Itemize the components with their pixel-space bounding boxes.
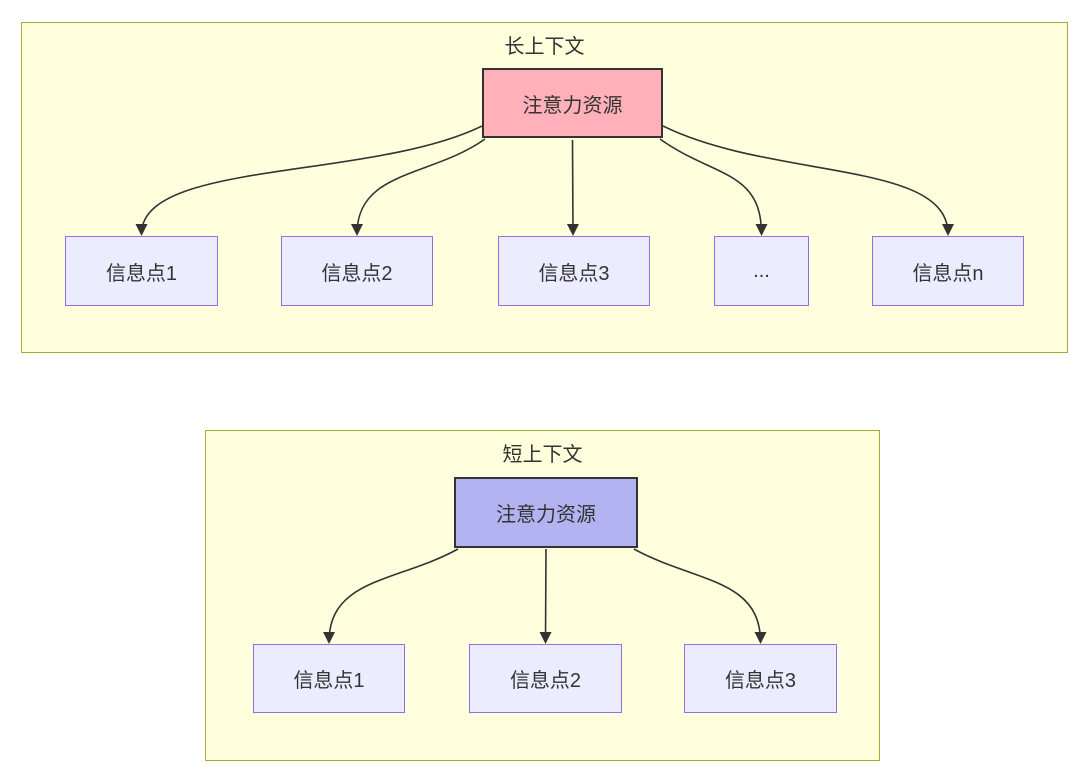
info-label-short-1: 信息点1 [293,670,365,692]
info-label-short-2: 信息点2 [509,670,582,692]
info-label-long-3: 信息点3 [538,262,610,285]
info-box-long-ellipsis: ... [714,236,809,306]
info-box-long-2: 信息点2 [281,236,433,306]
info-box-short-2: 信息点2 [469,644,622,713]
info-label-long-2: 信息点2 [321,262,393,285]
attention-label-short: 注意力资源 [496,504,596,526]
info-box-long-3: 信息点3 [498,236,650,306]
info-label-long-n: 信息点n [912,262,984,285]
info-box-long-n: 信息点n [872,236,1024,306]
info-label-long-ellipsis: ... [753,259,770,282]
info-label-long-1: 信息点1 [105,262,178,285]
info-box-short-3: 信息点3 [684,644,837,713]
info-label-short-3: 信息点3 [724,670,797,692]
attention-box-long: 注意力资源 [482,68,663,138]
long-context-title: 长上下文 [504,36,585,58]
attention-label-long: 注意力资源 [522,94,623,117]
short-context-title: 短上下文 [502,444,583,466]
info-box-long-1: 信息点1 [65,236,218,306]
attention-box-short: 注意力资源 [454,477,638,548]
info-box-short-1: 信息点1 [253,644,405,713]
